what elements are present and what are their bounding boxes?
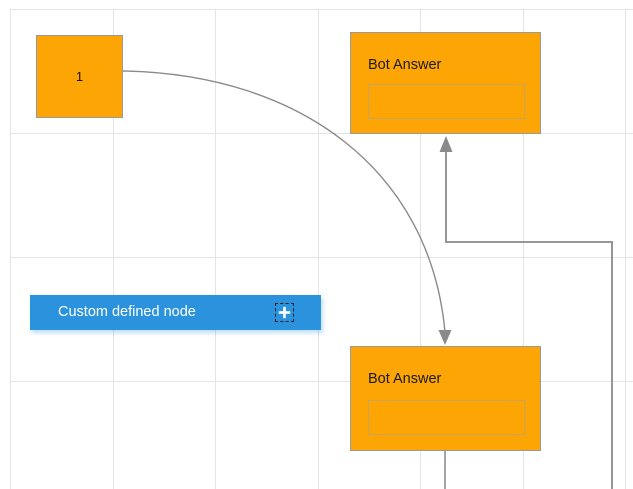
node-bot-answer-bottom[interactable]: Bot Answer	[350, 346, 541, 451]
node-bot-answer-top-slot[interactable]	[368, 84, 525, 119]
node-bot-answer-bottom-title: Bot Answer	[368, 371, 442, 387]
node-bot-answer-top-title: Bot Answer	[368, 57, 442, 73]
node-one[interactable]: 1	[36, 35, 123, 118]
custom-defined-node-label: Custom defined node	[58, 304, 196, 321]
custom-defined-node-bar[interactable]: Custom defined node	[30, 295, 321, 330]
node-bot-answer-top[interactable]: Bot Answer	[350, 32, 541, 134]
node-one-label: 1	[75, 69, 84, 84]
plus-icon[interactable]	[275, 303, 294, 322]
node-bot-answer-bottom-slot[interactable]	[368, 400, 525, 435]
